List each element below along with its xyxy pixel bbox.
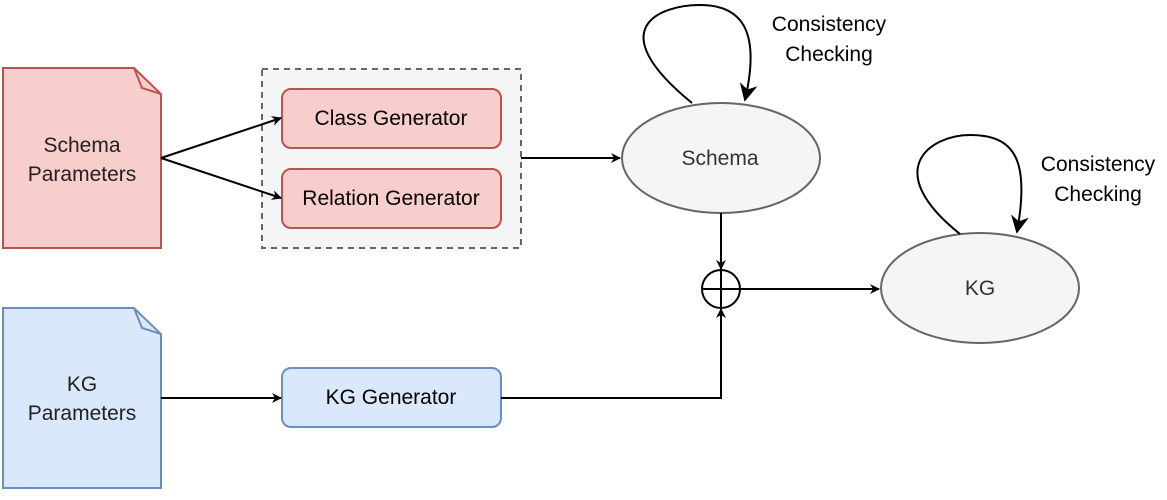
kg-parameters-label-line2: Parameters: [28, 402, 137, 425]
kg-consistency-label-line2: Checking: [1054, 183, 1142, 206]
relation-generator-label: Relation Generator: [302, 187, 479, 210]
schema-parameters-label-line2: Parameters: [28, 163, 137, 186]
kg-node-label: KG: [965, 277, 995, 300]
edge-params-to-class: [160, 116, 282, 159]
kg-consistency-loop: [916, 133, 1029, 235]
kg-node: KG: [880, 232, 1080, 344]
class-generator-box: Class Generator: [281, 88, 502, 149]
kg-consistency-label-line1: Consistency: [1041, 153, 1156, 176]
schema-parameters-document: Schema Parameters: [2, 67, 162, 249]
edge-kg-generator-to-combine: [501, 308, 726, 399]
relation-generator-box: Relation Generator: [281, 168, 502, 229]
schema-node: Schema: [621, 102, 821, 214]
schema-consistency-loop: [642, 3, 758, 104]
schema-consistency-label-line2: Checking: [785, 43, 873, 66]
schema-parameters-label-line1: Schema: [43, 134, 120, 157]
kg-parameters-label-line1: KG: [67, 373, 97, 396]
kg-generator-box: KG Generator: [281, 367, 502, 428]
edge-params-to-relation: [160, 157, 282, 200]
schema-consistency-label-line1: Consistency: [772, 13, 887, 36]
schema-node-label: Schema: [681, 147, 758, 170]
combine-operator-icon: [701, 269, 741, 309]
kg-parameters-document: KG Parameters: [2, 307, 162, 489]
class-generator-label: Class Generator: [315, 107, 468, 130]
kg-generator-label: KG Generator: [326, 386, 457, 409]
